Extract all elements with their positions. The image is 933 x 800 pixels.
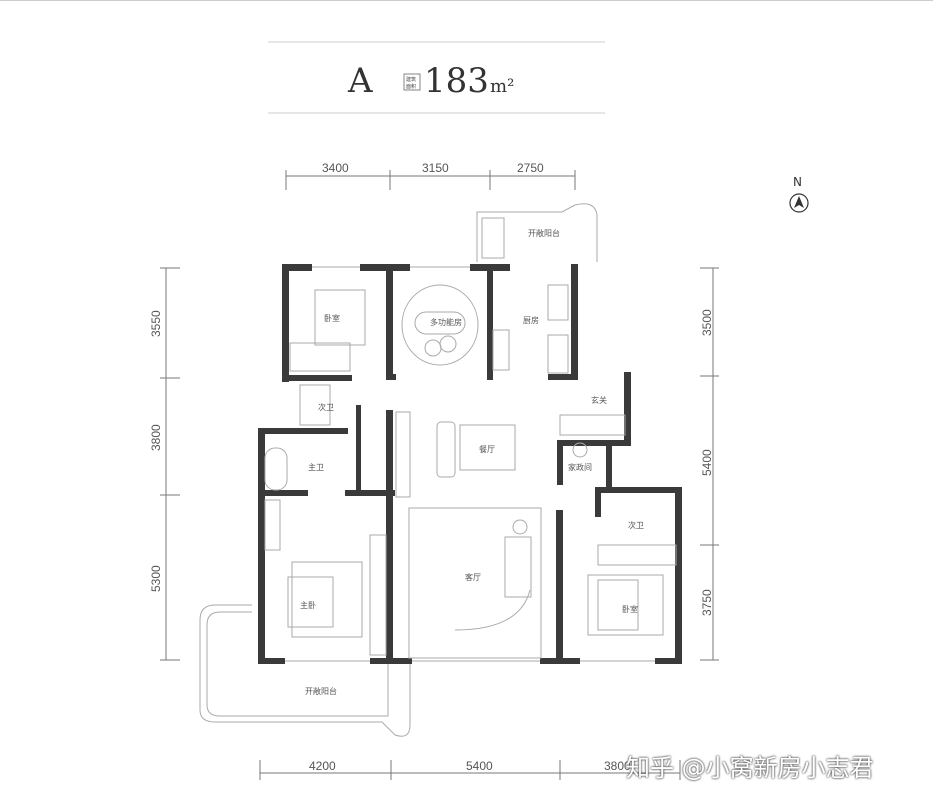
room-label-master-bath: 主卫 bbox=[308, 462, 324, 472]
room-label-balcony-south: 开敞阳台 bbox=[305, 686, 337, 696]
area-value: 183 bbox=[424, 61, 489, 101]
dim-top-2: 3150 bbox=[422, 161, 449, 175]
north-arrow-icon bbox=[794, 196, 804, 208]
balcony-north: 开敞阳台 bbox=[476, 203, 598, 262]
top-border bbox=[0, 0, 933, 1]
dim-left-1: 3550 bbox=[149, 310, 163, 337]
compass-label: N bbox=[793, 175, 802, 189]
dim-right-2: 5400 bbox=[700, 449, 714, 476]
dim-top-3: 2750 bbox=[517, 161, 544, 175]
balcony-south: 开敞阳台 bbox=[199, 604, 411, 737]
area-label-2: 面积 bbox=[406, 83, 416, 90]
room-label-bath-small: 次卫 bbox=[318, 402, 334, 412]
room-label-bath-east: 次卫 bbox=[628, 520, 644, 530]
dim-right-1: 3500 bbox=[700, 309, 714, 336]
room-label-balcony-north: 开敞阳台 bbox=[528, 228, 560, 238]
dimension-right: 3500 5400 3750 bbox=[700, 267, 719, 661]
area-label-1: 建筑 bbox=[406, 76, 416, 83]
room-label-bedroom-nw: 卧室 bbox=[324, 313, 340, 323]
furniture bbox=[264, 284, 677, 659]
room-label-kitchen: 厨房 bbox=[523, 315, 539, 325]
room-labels: 卧室 多功能房 厨房 玄关 次卫 主卫 餐厅 家政间 次卫 客厅 主卧 卧室 bbox=[300, 313, 644, 614]
watermark: 知乎 @小窝新房小志君 bbox=[626, 754, 874, 782]
room-label-multi-room: 多功能房 bbox=[430, 317, 462, 327]
dim-right-3: 3750 bbox=[700, 589, 714, 616]
dimension-top: 3400 3150 2750 bbox=[285, 161, 576, 190]
dim-top-1: 3400 bbox=[322, 161, 349, 175]
room-label-utility: 家政间 bbox=[568, 462, 592, 472]
walls bbox=[258, 264, 682, 664]
dim-bottom-3: 3800 bbox=[604, 759, 631, 773]
dim-bottom-2: 5400 bbox=[466, 759, 493, 773]
room-label-living: 客厅 bbox=[465, 572, 481, 582]
dim-bottom-1: 4200 bbox=[309, 759, 336, 773]
area-unit: m² bbox=[490, 76, 514, 97]
dim-left-2: 3800 bbox=[149, 424, 163, 451]
title-block: A 建筑 面积 183 m² bbox=[268, 41, 605, 114]
dimension-bottom: 4200 5400 3800 bbox=[259, 759, 681, 780]
dim-left-3: 5300 bbox=[149, 565, 163, 592]
room-label-bedroom-se: 卧室 bbox=[622, 604, 638, 614]
room-label-entrance: 玄关 bbox=[591, 395, 607, 405]
dimension-left: 3550 3800 5300 bbox=[149, 267, 180, 661]
room-label-dining: 餐厅 bbox=[479, 445, 495, 454]
room-label-master-bedroom: 主卧 bbox=[300, 600, 316, 610]
unit-letter: A bbox=[347, 61, 373, 101]
north-compass: N bbox=[789, 175, 809, 213]
